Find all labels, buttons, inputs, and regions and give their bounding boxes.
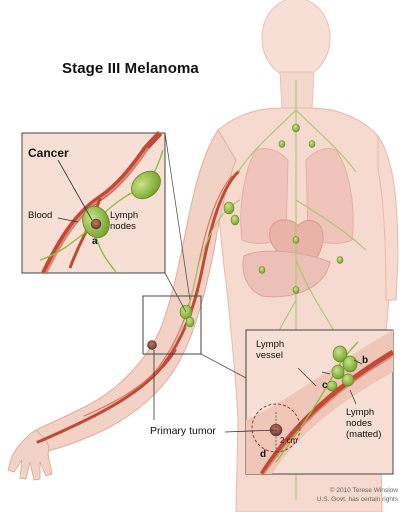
arm-artery <box>36 170 240 444</box>
zoom-box-elbow <box>142 295 202 355</box>
label-matted-1: Lymph <box>346 407 375 418</box>
zoom-box-axilla <box>166 172 168 174</box>
inset-matted-nodes <box>245 329 395 476</box>
inset-right-connectors <box>200 353 247 379</box>
marker-a: a <box>92 236 98 247</box>
page-title: Stage III Melanoma <box>62 60 199 77</box>
label-lymph-nodes-2: nodes <box>110 221 136 232</box>
label-primary-tumor: Primary tumor <box>150 425 216 437</box>
credit-line-1: © 2010 Terese Winslow <box>329 487 398 494</box>
label-matted-2: nodes <box>346 418 372 429</box>
marker-c: c <box>322 380 328 391</box>
primary-tumor-mark <box>147 340 157 350</box>
label-lymph-vessel-2: vessel <box>256 350 283 361</box>
head <box>261 0 331 79</box>
label-cancer: Cancer <box>28 146 69 160</box>
label-lymph-nodes-1: Lymph <box>110 210 139 221</box>
right-lung <box>305 147 354 244</box>
label-matted-3: (matted) <box>346 429 382 440</box>
right-arm <box>377 134 399 301</box>
marker-d: d <box>260 449 267 460</box>
hand <box>7 429 53 481</box>
label-blood: Blood <box>28 210 53 221</box>
label-lymph-vessel-1: Lymph <box>256 339 285 350</box>
inset-lymph-node-cancer <box>21 130 166 275</box>
primary-tumor-pointer <box>224 429 277 433</box>
left-lung <box>240 147 289 244</box>
credit-line-2: U.S. Govt. has certain rights <box>316 496 398 503</box>
size-label: 2 cm <box>280 436 298 445</box>
marker-b: b <box>362 355 369 366</box>
inset-left-connectors <box>164 132 191 313</box>
neck <box>279 71 315 111</box>
